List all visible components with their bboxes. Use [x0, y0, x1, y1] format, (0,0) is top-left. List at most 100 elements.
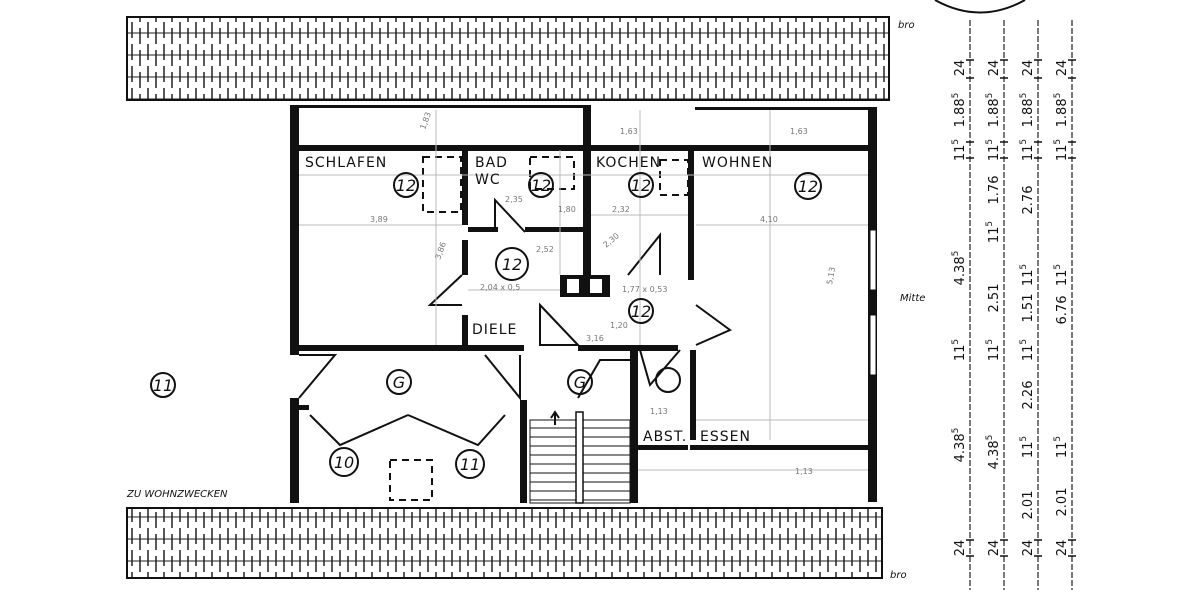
svg-text:1,63: 1,63: [790, 127, 808, 136]
roof-bottom: [126, 507, 883, 579]
dimension-superscript: 5: [1053, 264, 1063, 270]
room-schlafen: SCHLAFEN: [305, 155, 387, 171]
dimension-value: 1.885: [1053, 93, 1070, 128]
svg-text:12: 12: [631, 302, 651, 321]
room-labels: SCHLAFEN BAD WC KOCHEN WOHNEN DIELE ABST…: [305, 155, 772, 445]
room-wc: WC: [475, 172, 501, 188]
dimension-value: 115: [1019, 436, 1036, 458]
dimension-value: 24: [1055, 60, 1070, 77]
dimension-superscript: 5: [985, 93, 995, 99]
svg-text:1,13: 1,13: [650, 407, 668, 416]
room-abst: ABST.: [643, 429, 687, 445]
dimension-value: 1.51: [1021, 294, 1036, 323]
code-11: 11: [455, 449, 485, 479]
dimension-value: 115: [1053, 139, 1070, 161]
code-schlafen: 12: [393, 172, 419, 198]
dimension-superscript: 5: [1019, 436, 1029, 442]
code-g-left: G: [386, 369, 412, 395]
dimension-superscript: 5: [1019, 93, 1029, 99]
svg-text:12: 12: [531, 176, 551, 195]
svg-text:1,80: 1,80: [558, 205, 576, 214]
dimension-value: 24: [987, 540, 1002, 557]
svg-text:3,89: 3,89: [370, 215, 388, 224]
roof-top: [126, 16, 890, 101]
windows: [869, 229, 877, 376]
dimension-value: 24: [1021, 540, 1036, 557]
svg-text:2,04 x 0,5: 2,04 x 0,5: [480, 283, 520, 292]
svg-text:1,83: 1,83: [418, 111, 433, 131]
dimension-value: 4.385: [951, 251, 968, 286]
svg-text:2,30: 2,30: [602, 231, 621, 249]
measure-guides: [299, 110, 868, 471]
dimension-superscript: 5: [951, 93, 961, 99]
dimension-value: 24: [987, 60, 1002, 77]
dimension-value: 4.385: [951, 428, 968, 463]
room-bad: BAD: [475, 155, 508, 171]
dimension-value: 115: [1019, 339, 1036, 361]
code-flur: 12: [495, 247, 529, 281]
use-note: ZU WOHNZWECKEN: [126, 489, 228, 500]
svg-text:5,13: 5,13: [825, 266, 837, 285]
dimension-superscript: 5: [1019, 339, 1029, 345]
dimension-value: 1.885: [1019, 93, 1036, 128]
dimension-superscript: 5: [985, 435, 995, 441]
door-swings: [298, 197, 732, 447]
dimension-value: 2.01: [1021, 491, 1036, 520]
code-10: 10: [329, 447, 359, 477]
dimension-superscript: 5: [1053, 139, 1063, 145]
dimension-value: 1.885: [951, 93, 968, 128]
dimension-value: 24: [1021, 60, 1036, 77]
dimension-value: 1.76: [987, 176, 1002, 205]
dimension-value: 115: [951, 339, 968, 361]
dimension-value: 115: [1053, 264, 1070, 286]
dimension-value: 115: [985, 139, 1002, 161]
dimension-value: 4.385: [985, 435, 1002, 470]
dimension-superscript: 5: [1053, 436, 1063, 442]
plan-dimensions: 1,83 1,63 1,63 3,89 3,86 2,35 1,80 2,32 …: [370, 111, 837, 476]
dimension-superscript: 5: [1019, 139, 1029, 145]
dimension-value: 6.76: [1055, 296, 1070, 325]
svg-text:G: G: [393, 373, 405, 392]
svg-text:12: 12: [396, 176, 416, 195]
dimension-value: 2.01: [1055, 488, 1070, 517]
dimension-value: 2.51: [987, 284, 1002, 313]
stamp-fragment: [934, 0, 1026, 14]
note-bottom-right: bro: [890, 570, 907, 581]
note-top-right: bro: [898, 20, 915, 31]
svg-text:12: 12: [631, 176, 651, 195]
svg-text:1,13: 1,13: [795, 467, 813, 476]
code-wohnen: 12: [794, 172, 822, 200]
dimension-superscript: 5: [1019, 264, 1029, 270]
code-bad: 12: [528, 172, 554, 198]
svg-text:11: 11: [460, 455, 480, 474]
code-outside: 11: [150, 372, 176, 398]
dimension-value: 2.76: [1021, 186, 1036, 215]
dimension-superscript: 5: [985, 339, 995, 345]
dimension-value: 115: [985, 221, 1002, 243]
dimension-value: 115: [1053, 436, 1070, 458]
staircase: [529, 410, 631, 504]
note-middle: Mitte: [900, 293, 925, 304]
room-diele: DIELE: [472, 322, 517, 338]
dimension-superscript: 5: [951, 339, 961, 345]
dimension-superscript: 5: [951, 251, 961, 257]
dimension-value: 115: [1019, 264, 1036, 286]
svg-text:G: G: [574, 373, 586, 392]
dimension-superscript: 5: [985, 139, 995, 145]
dimension-superscript: 5: [951, 428, 961, 434]
svg-text:1,77 x 0,53: 1,77 x 0,53: [622, 285, 667, 294]
dimension-value: 115: [951, 139, 968, 161]
room-essen: ESSEN: [700, 429, 751, 445]
dimension-superscript: 5: [985, 221, 995, 227]
dimension-value: 24: [953, 540, 968, 557]
dimension-value: 24: [953, 60, 968, 77]
svg-text:12: 12: [798, 177, 818, 196]
dimension-value: 24: [1055, 540, 1070, 557]
svg-text:12: 12: [502, 255, 522, 274]
svg-text:1,63: 1,63: [620, 127, 638, 136]
code-diele: 12: [628, 298, 654, 324]
dimension-value: 2.26: [1021, 381, 1036, 410]
dimension-chains: 24 1.885 115 4.385 115 4.385 24 24 1.885 115 1.76 1…: [951, 20, 1076, 590]
code-g-right: G: [567, 369, 593, 395]
